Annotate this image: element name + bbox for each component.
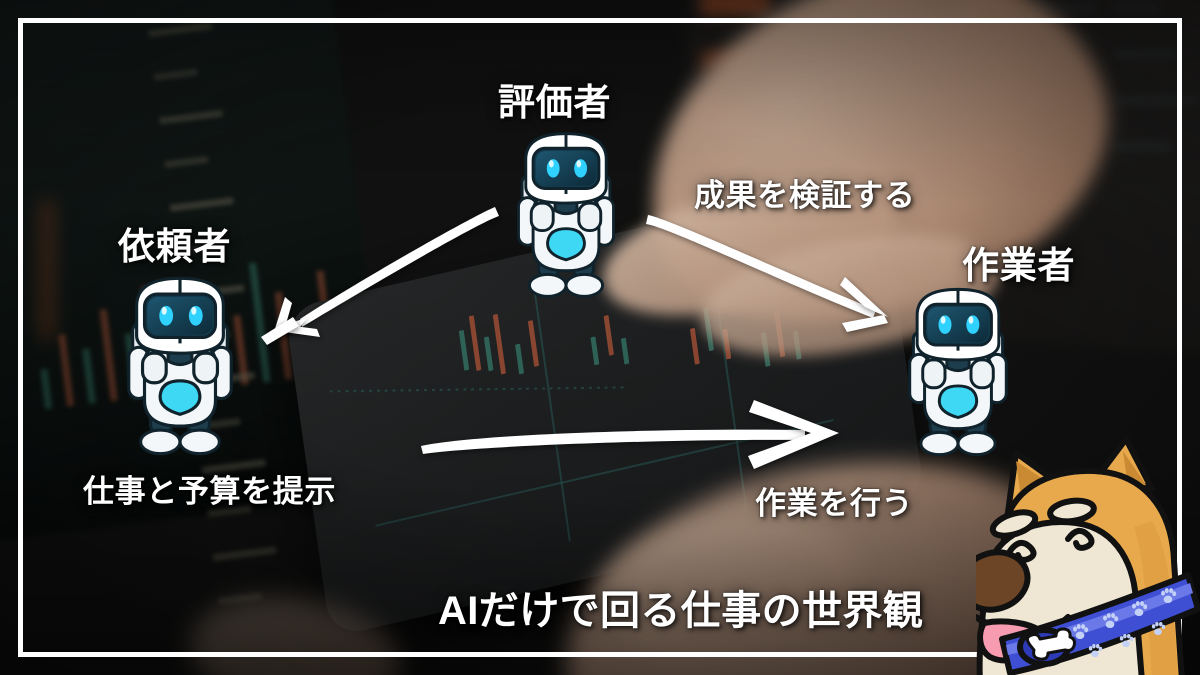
mascot-dog-icon	[976, 431, 1200, 675]
node-evaluator-label: 評価者	[498, 82, 612, 123]
node-worker-robot[interactable]	[893, 283, 1023, 461]
edge-label-present-work-and-budget: 仕事と予算を提示	[83, 474, 336, 509]
node-worker-label: 作業者	[962, 245, 1076, 286]
node-requester-robot[interactable]	[111, 272, 249, 460]
slide-title: AIだけで回る仕事の世界観	[438, 589, 924, 633]
node-requester-label: 依頼者	[118, 226, 232, 267]
node-evaluator-robot[interactable]	[502, 127, 630, 303]
edge-label-perform-work: 作業を行う	[755, 486, 914, 521]
edge-label-verify-results: 成果を検証する	[694, 178, 916, 213]
